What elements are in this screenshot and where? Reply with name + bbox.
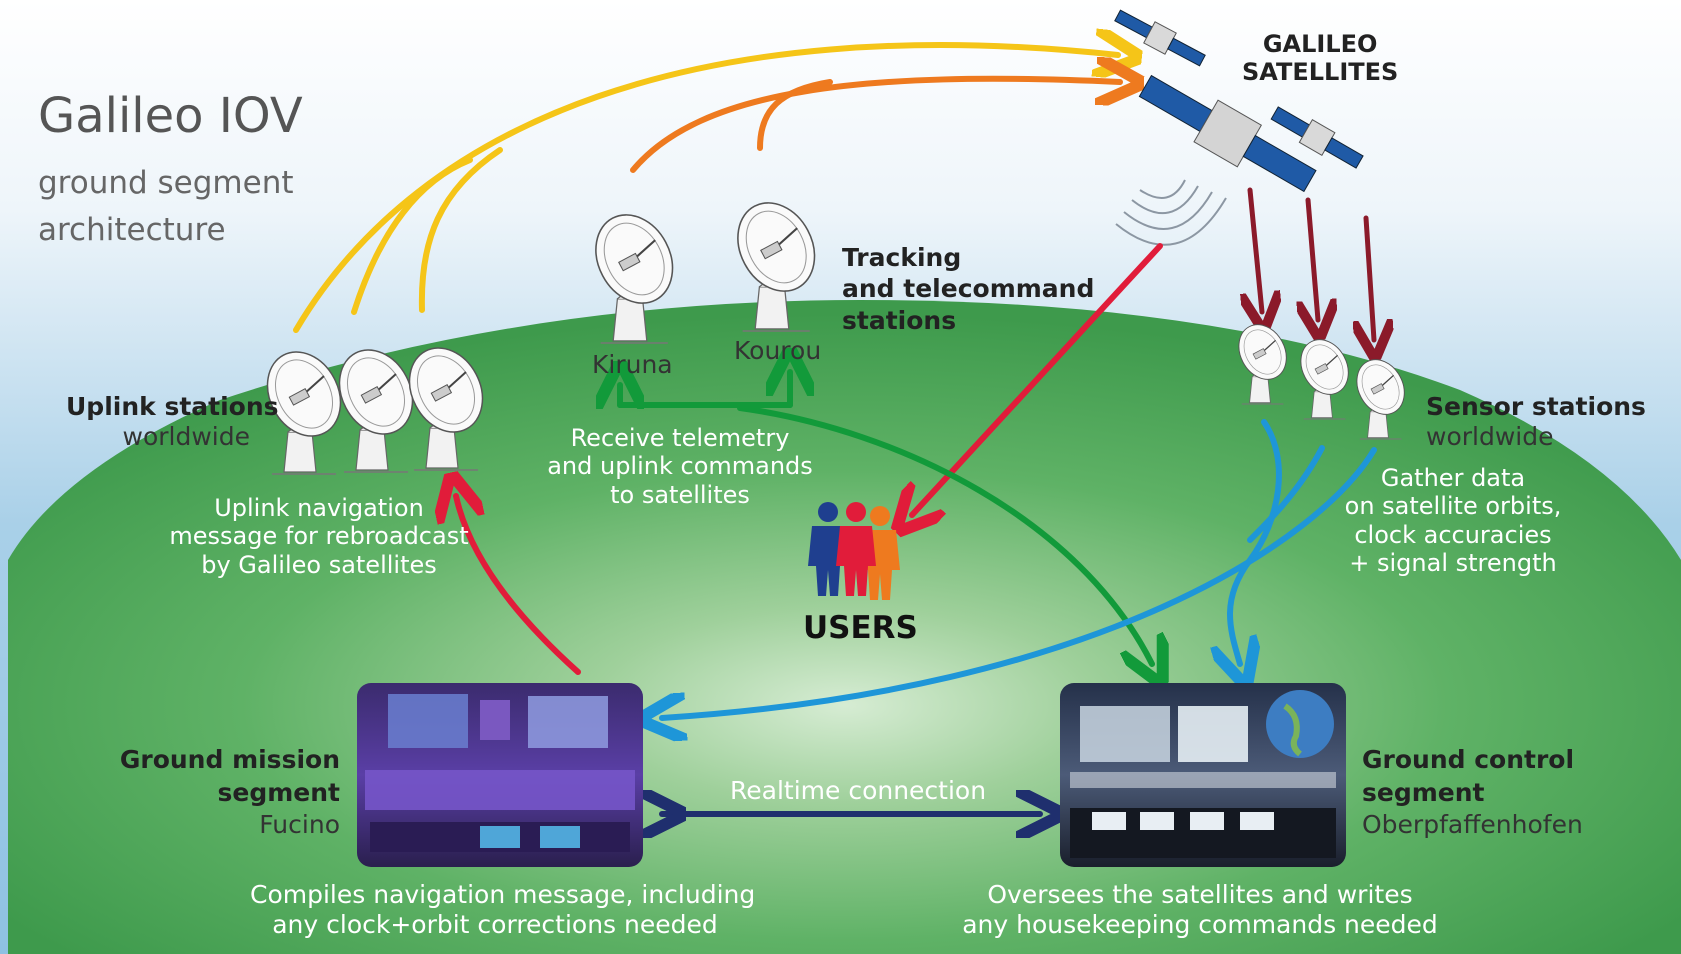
ground-mission-description-line: Compiles navigation message, including — [250, 880, 756, 909]
uplink-label: Uplink stations worldwide — [66, 392, 279, 451]
tracking-description-line: and uplink commands — [547, 452, 813, 481]
kourou-label: Kourou — [734, 336, 822, 365]
satellite-3 — [1270, 106, 1364, 169]
ground-mission-description-line: any clock+orbit corrections needed — [272, 909, 718, 939]
kiruna-label: Kiruna — [592, 350, 673, 379]
uplink-description-line: by Galileo satellites — [201, 550, 437, 579]
sensor-label: Sensor stations worldwide — [1426, 392, 1646, 451]
green-arrows — [620, 372, 1152, 664]
uplink-label-sub: worldwide — [122, 421, 250, 451]
tracking-label-line: and telecommand — [842, 274, 1095, 304]
ground-control-description-line: any housekeeping commands needed — [962, 909, 1438, 939]
sensor-description-line: + signal strength — [1349, 548, 1557, 577]
users-label: USERS — [803, 610, 918, 646]
ground-control-description: Oversees the satellites and writes any h… — [960, 880, 1440, 939]
tracking-description: Receive telemetry and uplink commands to… — [540, 424, 820, 509]
tracking-description-line: to satellites — [610, 480, 750, 509]
red-arrows — [456, 243, 1163, 675]
realtime-label: Realtime connection — [730, 776, 987, 805]
sensor-arrows — [1250, 187, 1374, 340]
subtitle-line: ground segment — [38, 165, 294, 201]
ground-mission-photo — [357, 683, 643, 867]
ground-mission-label-line: Ground mission — [119, 745, 340, 774]
sensor-description-line: on satellite orbits, — [1344, 492, 1562, 521]
uplink-arrows — [293, 45, 1118, 333]
uplink-description-line: message for rebroadcast — [169, 522, 469, 551]
sensor-description: Gather data on satellite orbits, clock a… — [1336, 464, 1570, 577]
ground-mission-label: Ground mission segment Fucino — [110, 744, 340, 842]
ground-control-label: Ground control segment Oberpfaffenhofen — [1362, 744, 1583, 842]
ground-control-label-line: Ground control — [1362, 745, 1575, 774]
satellite-1 — [1114, 9, 1206, 67]
sensor-description-line: clock accuracies — [1354, 520, 1552, 549]
page-title: Galileo IOV — [38, 88, 303, 144]
ground-mission-label-line: segment — [217, 777, 341, 807]
uplink-description-line: Uplink navigation — [214, 494, 424, 522]
tracking-label: Tracking and telecommand stations — [842, 242, 1094, 336]
subtitle-line: architecture — [38, 211, 226, 248]
satellite-2 — [1138, 74, 1317, 193]
satellites-label: GALILEO SATELLITES — [1242, 30, 1398, 87]
sensor-label-title: Sensor stations — [1426, 392, 1646, 421]
signal-waves — [1115, 179, 1227, 246]
uplink-label-title: Uplink stations — [66, 392, 279, 421]
satellites-label-line: SATELLITES — [1242, 58, 1399, 87]
ground-control-location: Oberpfaffenhofen — [1362, 810, 1583, 839]
sensor-label-sub: worldwide — [1426, 421, 1554, 451]
ground-control-photo — [1060, 683, 1346, 867]
telecommand-arrows — [630, 79, 1120, 173]
tracking-description-line: Receive telemetry — [570, 424, 790, 452]
tracking-label-line: Tracking — [842, 243, 962, 272]
uplink-description: Uplink navigation message for rebroadcas… — [160, 494, 478, 579]
ground-control-description-line: Oversees the satellites and writes — [987, 880, 1413, 909]
ground-control-label-line: segment — [1362, 777, 1485, 807]
sensor-description-line: Gather data — [1380, 464, 1526, 492]
ground-mission-description: Compiles navigation message, including a… — [250, 880, 756, 939]
tracking-label-line: stations — [842, 305, 957, 335]
users-icon — [808, 502, 900, 600]
satellites-label-line: GALILEO — [1262, 30, 1378, 58]
page-subtitle: ground segment architecture — [38, 160, 294, 253]
blue-arrows — [662, 419, 1377, 718]
ground-mission-location: Fucino — [259, 810, 340, 839]
